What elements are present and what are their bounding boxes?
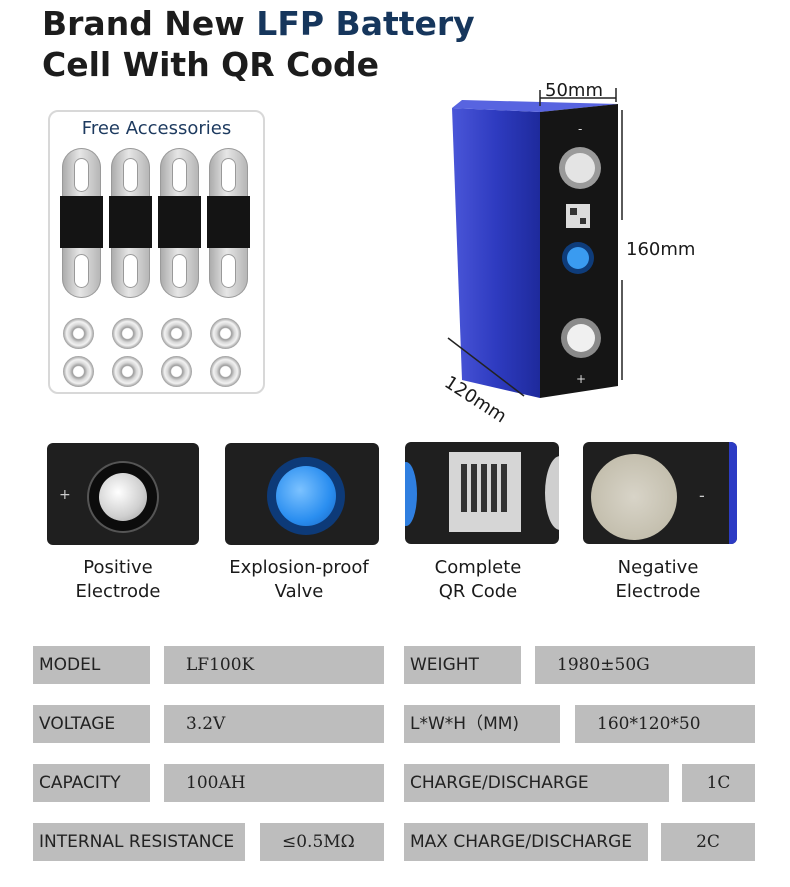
spec-label-weight: WEIGHT (404, 646, 521, 684)
spec-label-model: MODEL (33, 646, 150, 684)
terminal-minus-mark: - (578, 122, 583, 136)
accessories-title: Free Accessories (81, 118, 232, 139)
washer (210, 356, 241, 387)
thumb-explosion-valve (225, 443, 379, 545)
washer (63, 318, 94, 349)
title-accent: LFP Battery (256, 4, 475, 43)
spec-value-charge-discharge: 1C (682, 764, 755, 802)
busbar-1 (60, 148, 103, 298)
spec-label-dimensions: L*W*H（MM) (404, 705, 560, 743)
washer (112, 318, 143, 349)
dimension-width: 50mm (545, 80, 603, 101)
negative-mark: - (699, 486, 705, 505)
washer (210, 318, 241, 349)
spec-label-max-charge-discharge: MAX CHARGE/DISCHARGE (404, 823, 648, 861)
spec-label-voltage: VOLTAGE (33, 705, 150, 743)
spec-value-dimensions: 160*120*50 (575, 705, 755, 743)
washer (112, 356, 143, 387)
positive-mark: + (59, 487, 71, 503)
busbar-2 (109, 148, 152, 298)
spec-value-weight: 1980±50G (535, 646, 755, 684)
spec-label-capacity: CAPACITY (33, 764, 150, 802)
thumb-qr-code (405, 442, 559, 544)
spec-value-internal-resistance: ≤0.5MΩ (260, 823, 384, 861)
washer (63, 356, 94, 387)
busbar-3 (158, 148, 201, 298)
title-plain: Brand New (42, 4, 245, 43)
spec-value-voltage: 3.2V (164, 705, 384, 743)
spec-value-max-charge-discharge: 2C (661, 823, 755, 861)
busbar-4 (207, 148, 250, 298)
spec-label-internal-resistance: INTERNAL RESISTANCE (33, 823, 245, 861)
spec-value-model: LF100K (164, 646, 384, 684)
page-title-line-2: Cell With QR Code (42, 45, 380, 84)
thumb-positive-electrode: + (47, 443, 199, 545)
thumb-negative-electrode: - (583, 442, 737, 544)
washer (161, 318, 192, 349)
dimension-height: 160mm (626, 239, 696, 260)
page-title-line-1: Brand New LFP Battery (42, 4, 475, 44)
battery-cell-image (447, 88, 623, 398)
washer (161, 356, 192, 387)
spec-value-capacity: 100AH (164, 764, 384, 802)
spec-label-charge-discharge: CHARGE/DISCHARGE (404, 764, 669, 802)
terminal-plus-mark: + (576, 372, 587, 386)
